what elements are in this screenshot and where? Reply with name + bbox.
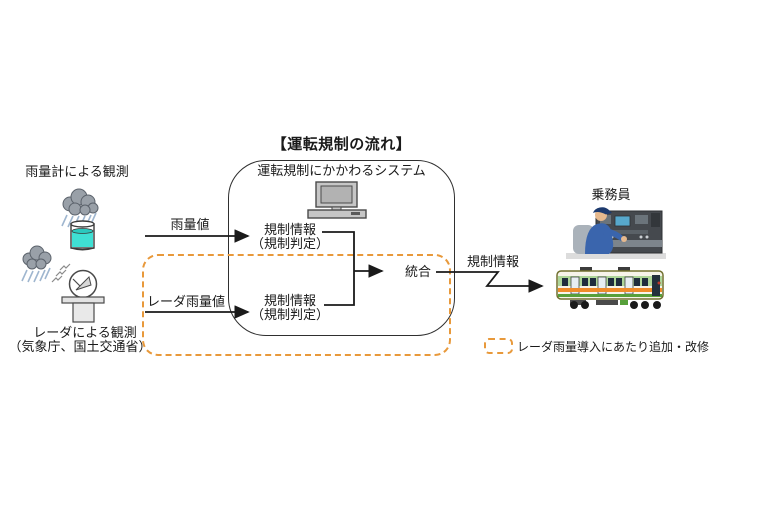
regulation-judge-top-line2: （規制判定）	[250, 235, 329, 251]
rain-cloud-lower-icon	[21, 245, 52, 283]
crew-driver-icon	[566, 207, 666, 259]
rain-gauge-caption: 雨量計による観測	[25, 164, 129, 179]
regulation-info-bottom-line1: 規制情報	[263, 293, 316, 308]
radar-subcaption: （気象庁、国土交通省）	[8, 339, 152, 354]
crew-caption: 乗務員	[591, 187, 631, 202]
train-icon	[556, 267, 664, 309]
regulation-judge-top-block: 規制情報 （規制判定）	[250, 223, 330, 250]
system-box-label: 運転規制にかかわるシステム	[257, 163, 426, 178]
regulation-info-top-line1: 規制情報	[263, 222, 316, 237]
regulation-judge-bottom-block: 規制情報 （規制判定）	[250, 294, 330, 321]
rain-gauge-icon	[70, 220, 95, 251]
regulation-judge-bottom-line2: （規制判定）	[250, 306, 329, 322]
radar-rain-value-arrow-label: レーダ雨量値	[146, 294, 225, 309]
output-zigzag-arrow	[436, 271, 544, 293]
output-regulation-info-label: 規制情報	[466, 254, 519, 269]
computer-icon	[307, 181, 367, 219]
integration-label: 統合	[404, 264, 431, 279]
judge-merge-connector	[322, 231, 355, 306]
rain-value-arrow-label: 雨量値	[170, 217, 210, 232]
diagram-title: 【運転規制の流れ】	[271, 136, 412, 153]
radar-addition-dashed-box	[142, 254, 451, 356]
radar-icon	[51, 263, 105, 323]
system-boundary-box	[228, 160, 455, 336]
rain-cloud-upper-icon	[61, 188, 99, 228]
legend-dashed-swatch	[484, 338, 513, 354]
radar-caption: レーダによる観測	[33, 325, 137, 340]
legend-label: レーダ雨量導入にあたり追加・改修	[517, 340, 710, 354]
